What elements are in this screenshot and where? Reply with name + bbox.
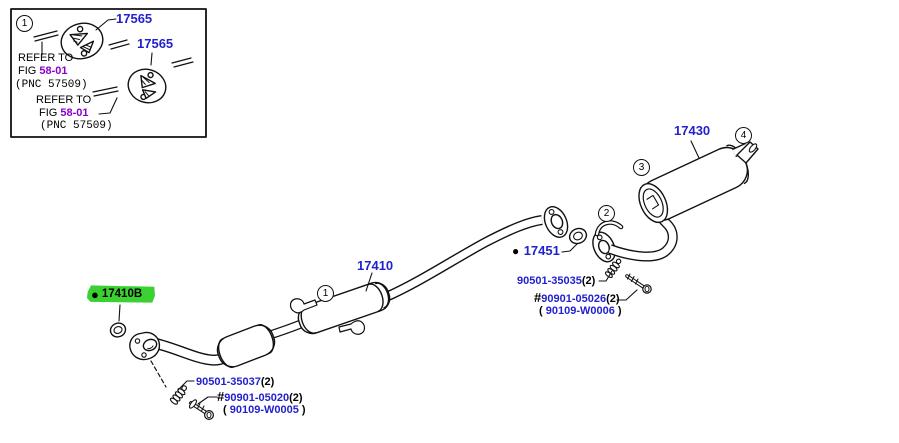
paren: )	[614, 305, 622, 317]
hash-mark: #	[534, 290, 542, 305]
paren: (	[223, 404, 230, 416]
fig-word: FIG	[18, 65, 40, 77]
refer-note-2-line1: REFER TO	[36, 94, 92, 106]
refer-note-1-pnc: (PNC 57509)	[15, 79, 88, 91]
part-label-90109-W0006[interactable]: ( 90109-W0006 )	[539, 302, 622, 319]
substitution-bullet: ●	[512, 244, 520, 258]
part-number-17410B: 17410B	[101, 288, 143, 300]
part-number: 90501-35035	[517, 275, 582, 287]
center-gasket-art[interactable]	[561, 226, 589, 253]
callout-4[interactable]: 4	[735, 127, 752, 144]
refer-note-1-line1: REFER TO	[18, 52, 74, 64]
quantity: (2)	[289, 392, 303, 404]
fig-word: FIG	[39, 107, 61, 119]
paren: )	[298, 404, 306, 416]
part-label-90109-W0005[interactable]: ( 90109-W0005 )	[223, 401, 306, 418]
refer-note-2-line2: FIG 58-01	[39, 107, 89, 120]
rear-fasteners-art	[598, 258, 652, 301]
part-number: 90109-W0005	[229, 404, 299, 416]
part-label-17565-a[interactable]: 17565	[116, 11, 153, 26]
part-label-90901-05020[interactable]: #90901-05020(2)	[217, 389, 303, 406]
part-label-17451[interactable]: ● 17451	[512, 243, 560, 260]
quantity: (2)	[581, 275, 596, 287]
mid-flange-art	[543, 206, 569, 238]
part-number: 90109-W0006	[545, 305, 615, 317]
hash-mark: #	[217, 389, 225, 404]
part-number: 90501-35037	[196, 376, 261, 388]
part-label-90501-35035[interactable]: 90501-35035(2)	[517, 272, 595, 289]
paren: (	[539, 305, 546, 317]
front-gasket-art[interactable]	[109, 304, 128, 339]
substitution-bullet: ●	[91, 286, 99, 302]
refer-note-2-pnc: (PNC 57509)	[40, 120, 113, 132]
part-label-17565-b[interactable]: 17565	[137, 36, 174, 51]
callout-2[interactable]: 2	[598, 205, 615, 222]
part-label-17410B-highlighted[interactable]: ● 17410B	[87, 285, 155, 303]
part-number-17451: 17451	[523, 243, 560, 258]
part-label-17410[interactable]: 17410	[357, 258, 394, 273]
callout-1-inset[interactable]: 1	[16, 15, 33, 32]
part-number: 90901-05026	[541, 293, 607, 305]
part-number: 90901-05020	[224, 392, 290, 404]
callout-1-main[interactable]: 1	[317, 285, 334, 302]
fig-link-58-01-b[interactable]: 58-01	[60, 107, 89, 119]
part-label-90901-05026[interactable]: #90901-05026(2)	[534, 290, 620, 307]
exhaust-hanger-1-art[interactable]	[57, 19, 106, 63]
refer-note-1-line2: FIG 58-01	[18, 65, 68, 78]
inset-box-art	[10, 8, 207, 138]
quantity: (2)	[260, 376, 275, 388]
quantity: (2)	[606, 293, 620, 305]
front-pipe-assembly-art[interactable]	[129, 215, 543, 371]
fig-link-58-01-a[interactable]: 58-01	[39, 65, 68, 77]
callout-3[interactable]: 3	[633, 159, 650, 176]
rear-muffler-assembly-art[interactable]	[589, 140, 759, 265]
part-label-17430[interactable]: 17430	[674, 123, 711, 138]
part-label-90501-35037[interactable]: 90501-35037(2)	[196, 373, 274, 390]
front-fasteners-art	[150, 360, 218, 421]
exhaust-hanger-2-art[interactable]	[124, 64, 170, 107]
